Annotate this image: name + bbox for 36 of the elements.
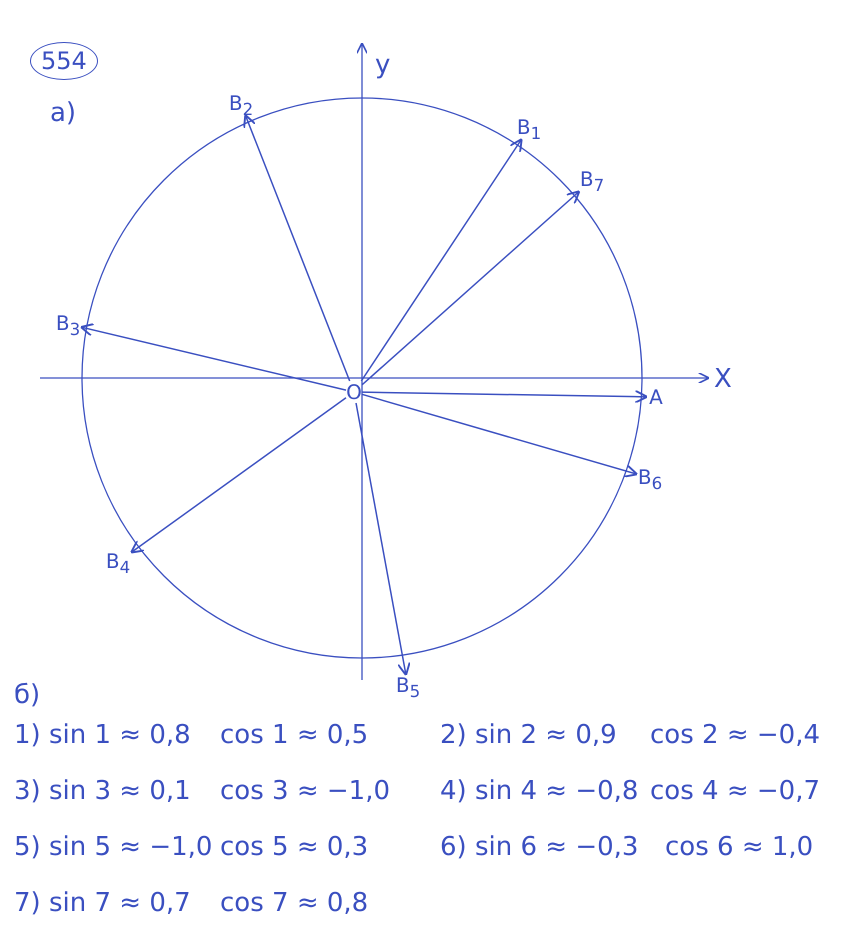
equation: cos 6 ≈ 1,0	[665, 834, 814, 860]
equation: cos 2 ≈ −0,4	[650, 722, 820, 748]
equation: cos 4 ≈ −0,7	[650, 778, 820, 804]
equation: 4) sin 4 ≈ −0,8	[440, 778, 638, 804]
equation: 1) sin 1 ≈ 0,8	[14, 722, 191, 748]
part-label: б)	[14, 682, 40, 708]
arrow	[362, 190, 580, 386]
point-label: B$_{5}$	[394, 674, 422, 698]
equation: cos 7 ≈ 0,8	[220, 890, 368, 916]
arrow	[80, 323, 346, 391]
arrow	[362, 394, 638, 478]
equation: 3) sin 3 ≈ 0,1	[14, 778, 191, 804]
problem-number: 554	[30, 42, 98, 80]
arrow	[130, 397, 346, 554]
point-label: B$_{4}$	[104, 550, 132, 574]
axis-label: X	[714, 366, 732, 392]
point-label: B$_{1}$	[516, 116, 542, 140]
equation: 7) sin 7 ≈ 0,7	[14, 890, 191, 916]
equation: 5) sin 5 ≈ −1,0	[14, 834, 212, 860]
equation: 2) sin 2 ≈ 0,9	[440, 722, 617, 748]
point-label: A	[646, 386, 666, 408]
equation: cos 1 ≈ 0,5	[220, 722, 368, 748]
equation: 6) sin 6 ≈ −0,3	[440, 834, 638, 860]
arrow	[360, 138, 523, 382]
equation: cos 5 ≈ 0,3	[220, 834, 368, 860]
equation: cos 3 ≈ −1,0	[220, 778, 390, 804]
arrow	[355, 402, 411, 676]
axis-label: y	[375, 52, 390, 78]
point-label: O	[346, 381, 362, 403]
point-label: B$_{3}$	[54, 312, 82, 336]
point-label: B$_{2}$	[228, 92, 254, 116]
arrow	[243, 114, 350, 382]
arrow	[362, 390, 648, 404]
point-label: B$_{6}$	[636, 466, 664, 490]
point-label: B$_{7}$	[578, 168, 606, 192]
part-label: а)	[50, 100, 76, 126]
